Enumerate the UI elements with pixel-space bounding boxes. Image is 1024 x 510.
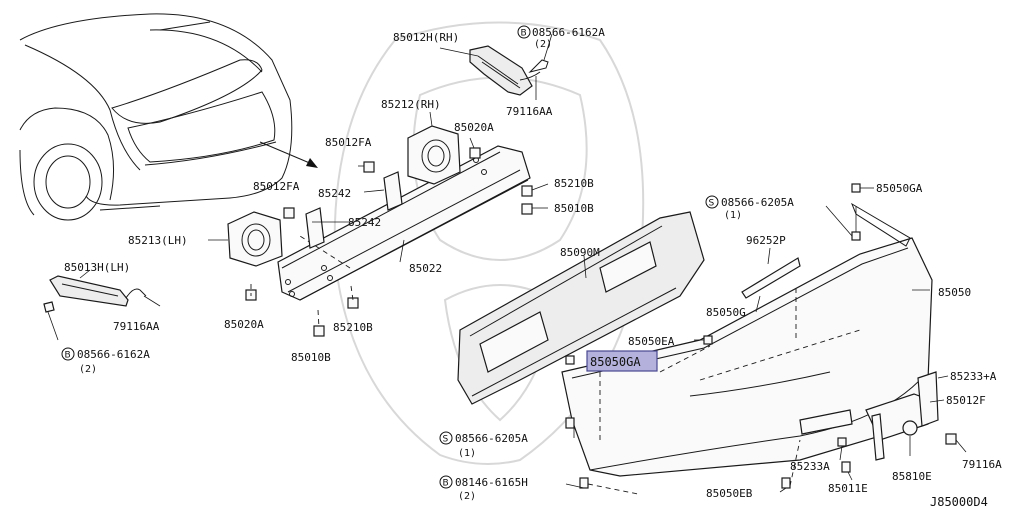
part-labels: 85012H(RH) B 08566-6162A (2) 79116AA 852… — [61, 25, 1002, 509]
diagram-code: J85000D4 — [930, 495, 988, 509]
screw-symbol-icon — [705, 195, 719, 209]
beam-bracket-lh — [208, 211, 283, 267]
label-bolt-08146-6165h-bottom: 08146-6165H — [455, 476, 528, 489]
label-screw-qty-bottom: (1) — [458, 448, 476, 459]
bumper-reinforcement — [277, 145, 531, 301]
label-79116a: 79116A — [962, 458, 1002, 471]
label-85233a: 85233A — [790, 460, 830, 473]
label-85212-rh: 85212(RH) — [381, 98, 441, 111]
bolt-symbol-icon — [439, 475, 453, 489]
label-85210b-right: 85210B — [554, 177, 594, 190]
label-85050eb: 85050EB — [706, 487, 753, 500]
label-85050g: 85050G — [706, 306, 746, 319]
label-85050ga-top: 85050GA — [876, 182, 923, 195]
label-85050ea: 85050EA — [628, 335, 675, 348]
label-85012f: 85012F — [946, 394, 986, 407]
screw-symbol-right: S — [709, 199, 715, 209]
label-85010b-right: 85010B — [554, 202, 594, 215]
label-85011e: 85011E — [828, 482, 868, 495]
label-85020a-top: 85020A — [454, 121, 494, 134]
bolt-symbol-bottom: B — [443, 479, 449, 489]
label-85022: 85022 — [409, 262, 442, 275]
beam-fasteners — [245, 137, 549, 337]
label-85020a-bottom: 85020A — [224, 318, 264, 331]
label-85012fa-top: 85012FA — [325, 136, 372, 149]
label-bolt-08566-6162a-left: 08566-6162A — [77, 348, 150, 361]
side-bracket-lh — [43, 269, 161, 341]
energy-absorber — [457, 211, 705, 405]
label-85242-mid: 85242 — [348, 216, 381, 229]
vehicle-rear-view — [19, 13, 318, 221]
label-85050: 85050 — [938, 286, 971, 299]
label-85810e: 85810E — [892, 470, 932, 483]
lower-brackets-rh — [565, 335, 967, 495]
label-85013h-lh: 85013H(LH) — [64, 261, 130, 274]
label-bolt-08566-6162a-top: 08566-6162A — [532, 26, 605, 39]
highlighted-part-box — [586, 350, 658, 372]
label-85010b-bottom: 85010B — [291, 351, 331, 364]
beam-bracket-rh — [407, 111, 461, 185]
label-85233-plus-a: 85233+A — [950, 370, 997, 383]
side-bracket-rh — [439, 33, 553, 100]
label-bolt-qty-top: (2) — [534, 39, 552, 50]
label-85213-lh: 85213(LH) — [128, 234, 188, 247]
label-85012fa-mid: 85012FA — [253, 180, 300, 193]
label-85050ga-highlight: 85050GA — [590, 355, 641, 369]
label-85242-top: 85242 — [318, 187, 351, 200]
screw-symbol-bottom: S — [443, 435, 449, 445]
label-85012h-rh: 85012H(RH) — [393, 31, 459, 44]
mounting-plate-85242 — [305, 171, 403, 249]
bumper-retainer — [741, 183, 874, 313]
bolt-symbol-icon — [517, 25, 531, 39]
label-79116aa-left: 79116AA — [113, 320, 160, 333]
label-96252p: 96252P — [746, 234, 786, 247]
label-screw-08566-6205a-bottom: 08566-6205A — [455, 432, 528, 445]
screw-symbol-icon — [439, 431, 453, 445]
label-screw-08566-6205a-right: 08566-6205A — [721, 196, 794, 209]
bolt-symbol-icon — [61, 347, 75, 361]
label-bolt-qty-bottom: (2) — [458, 491, 476, 502]
bolt-symbol-top: B — [521, 29, 527, 39]
label-79116aa-top: 79116AA — [506, 105, 553, 118]
label-bolt-qty-left: (2) — [79, 364, 97, 375]
label-screw-qty-right: (1) — [724, 210, 742, 221]
label-85090m: 85090M — [560, 246, 600, 259]
label-85210b-bottom: 85210B — [333, 321, 373, 334]
bolt-symbol-left: B — [65, 351, 71, 361]
